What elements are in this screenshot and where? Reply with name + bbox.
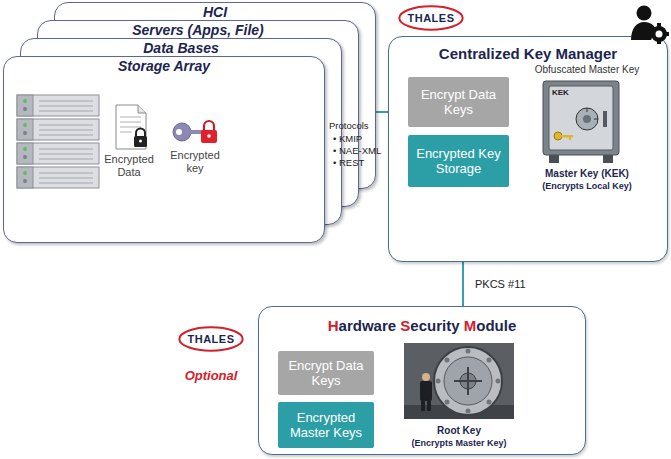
logo-text: THALES [398,5,464,31]
protocol-item: • KMIP [333,133,387,144]
protocol-heading: Protocols [329,120,387,131]
hsm-box: Hardware Security ModuleEncrypt Data Key… [258,306,586,455]
title-letter: r [347,317,353,334]
title-letter: a [339,317,347,334]
storage-card: Storage ArrayEncrypted DataEncrypted key [3,56,325,243]
title-letter: r [382,317,388,334]
title-letter: S [400,317,410,334]
title-letter: e [410,317,418,334]
admin-person-icon [629,4,669,44]
key-caption: Master Key (KEK) [509,168,665,180]
note-text: Obfuscated Master Key [509,64,665,76]
safe-tag: KEK [552,88,574,97]
title-letter: r [436,317,442,334]
title-letter: c [419,317,427,334]
protocol-item: • NAE-XML [333,145,387,156]
encrypted-key-icon [170,117,220,145]
vendor-logo: THALES [178,326,244,352]
optional-note: Optional [178,368,244,383]
title-letter: H [328,317,339,334]
server-rack-icon [13,93,103,193]
vendor-logo: THALES [398,5,464,31]
function-box: Encrypt Data Keys [278,351,374,395]
card-text: HCI [55,4,375,20]
key-subcaption: (Encrypts Local Key) [509,181,665,192]
title-letter: M [464,317,477,334]
teal-text: Encrypted Master Keys [282,410,370,440]
card-text: Data Bases [21,40,341,56]
function-box: Encrypted Master Keys [278,402,374,448]
key-subcaption: (Encrypts Master Key) [399,438,519,449]
teal-text: Encrypted Key Storage [412,146,505,176]
logo-text: THALES [178,326,244,352]
title-letter: o [476,317,485,334]
title-letter: d [485,317,494,334]
function-box: Encrypted Key Storage [408,135,509,187]
vault-door-picture [404,343,514,419]
key-caption: Root Key [399,425,519,437]
icon-caption: Encrypted Data [99,153,159,179]
grey-text: Encrypt Data Keys [282,358,370,388]
main-text: Centralized Key Manager [389,45,667,63]
connector-line [462,262,464,306]
title-letter [396,317,400,334]
encrypted-document-icon [114,103,150,151]
title-letter: l [504,317,508,334]
key-manager-box: Centralized Key ManagerEncrypt Data Keys… [388,36,668,262]
title-letter: i [442,317,446,334]
title-letter: e [508,317,516,334]
function-box: Encrypt Data Keys [408,77,509,127]
main-text: Hardware Security Module [259,317,585,335]
card-text: Storage Array [4,58,324,74]
title-letter: e [388,317,396,334]
grey-text: Encrypt Data Keys [412,87,505,117]
card-text: Servers (Apps, File) [38,22,358,38]
title-letter: t [446,317,451,334]
title-letter: u [495,317,504,334]
title-letter: d [353,317,362,334]
icon-caption: Encrypted key [165,149,225,175]
title-letter [460,317,464,334]
title-letter: y [451,317,459,334]
title-letter: w [362,317,374,334]
edge-label: PKCS #11 [473,278,528,291]
title-letter: a [374,317,382,334]
title-letter: u [427,317,436,334]
protocol-item: • REST [333,157,387,168]
